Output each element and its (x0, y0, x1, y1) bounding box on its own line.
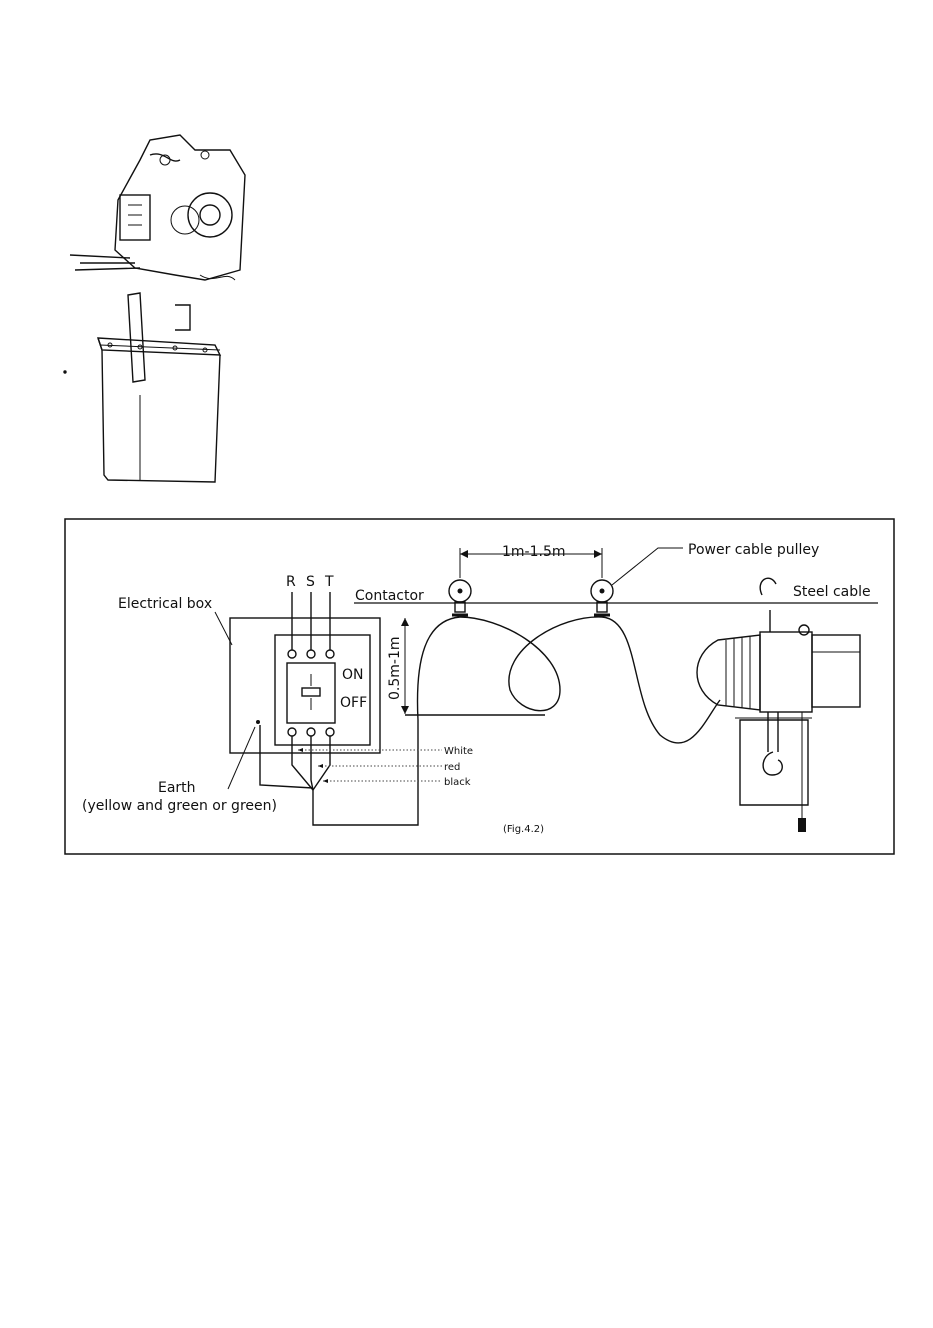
label-power-cable-pulley: Power cable pulley (688, 542, 819, 558)
label-switch-on: ON (342, 667, 364, 683)
label-wire-white: White (444, 746, 473, 757)
label-phase-r: R (286, 574, 296, 590)
figure-caption: (Fig.4.2) (503, 824, 544, 835)
cable-pulley-right (591, 580, 613, 615)
label-wire-black: black (444, 777, 471, 788)
label-contactor: Contactor (355, 588, 424, 604)
label-earth-note: (yellow and green or green) (82, 798, 277, 814)
label-earth: Earth (158, 780, 196, 796)
electric-hoist (697, 578, 860, 832)
label-pulley-spacing: 1m-1.5m (502, 544, 566, 560)
label-loop-drop: 0.5m-1m (387, 637, 403, 701)
cable-pulley-left (449, 580, 471, 615)
label-steel-cable: Steel cable (793, 584, 871, 600)
label-wire-red: red (444, 762, 460, 773)
label-electrical-box: Electrical box (118, 596, 212, 612)
label-switch-off: OFF (340, 695, 367, 711)
contactor (275, 635, 370, 745)
hoist-illustration (64, 135, 245, 482)
label-phase-s: S (306, 574, 315, 590)
label-phase-t: T (324, 574, 334, 590)
